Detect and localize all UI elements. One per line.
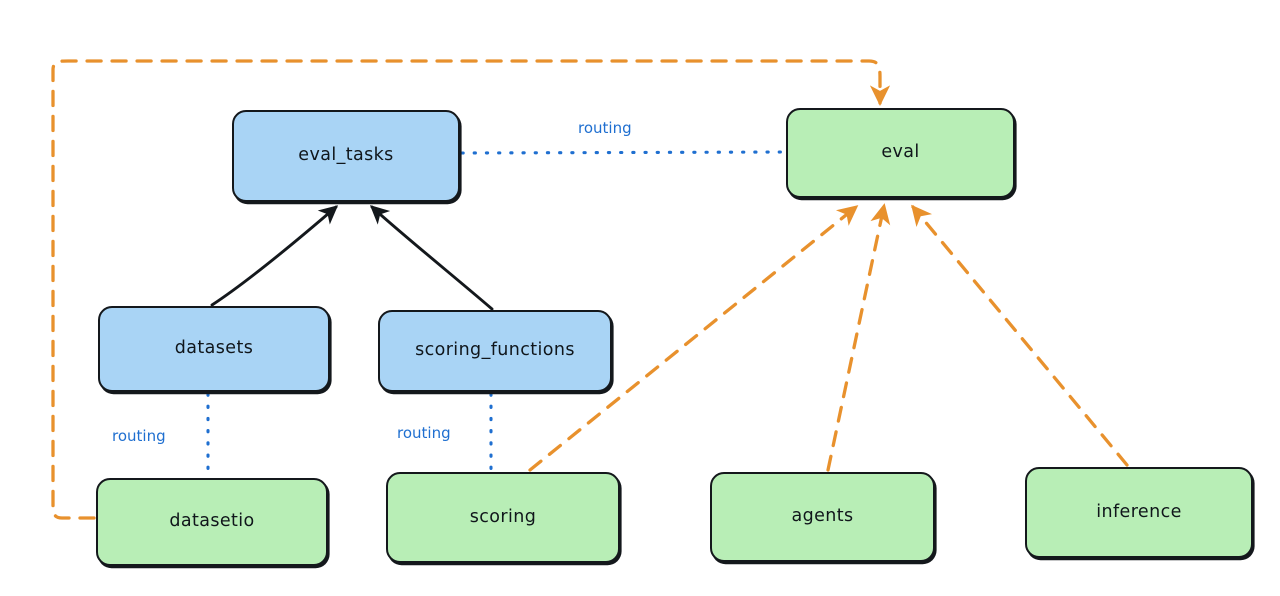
edge-label-routing-datasets-datasetio: routing xyxy=(112,427,166,445)
node-datasets-label: datasets xyxy=(174,338,254,359)
edge-eval-tasks-to-eval xyxy=(460,150,786,155)
node-datasetio-label: datasetio xyxy=(169,511,255,532)
edge-label-routing-scoring-functions-scoring: routing xyxy=(397,424,451,442)
node-inference[interactable]: inference xyxy=(1025,467,1253,558)
edge-datasets-to-eval-tasks xyxy=(210,205,339,307)
edge-inference-to-eval xyxy=(911,204,1129,467)
node-scoring-functions-label: scoring_functions xyxy=(415,340,575,361)
node-eval-tasks-label: eval_tasks xyxy=(298,145,394,166)
node-inference-label: inference xyxy=(1096,501,1182,522)
node-scoring-label: scoring xyxy=(469,506,537,527)
node-agents-label: agents xyxy=(791,506,854,527)
node-scoring-functions[interactable]: scoring_functions xyxy=(378,310,612,392)
node-eval-tasks[interactable]: eval_tasks xyxy=(232,110,460,202)
node-datasets[interactable]: datasets xyxy=(98,306,330,392)
edge-label-routing-eval-tasks-eval: routing xyxy=(578,119,632,137)
node-datasetio[interactable]: datasetio xyxy=(96,478,328,566)
node-scoring[interactable]: scoring xyxy=(386,472,620,563)
edge-scoring-functions-to-eval-tasks xyxy=(369,205,494,311)
node-agents[interactable]: agents xyxy=(710,472,935,562)
node-eval[interactable]: eval xyxy=(786,108,1015,198)
edge-datasetio-to-eval xyxy=(51,59,891,520)
node-eval-label: eval xyxy=(881,142,920,163)
edge-agents-to-eval xyxy=(826,203,891,472)
